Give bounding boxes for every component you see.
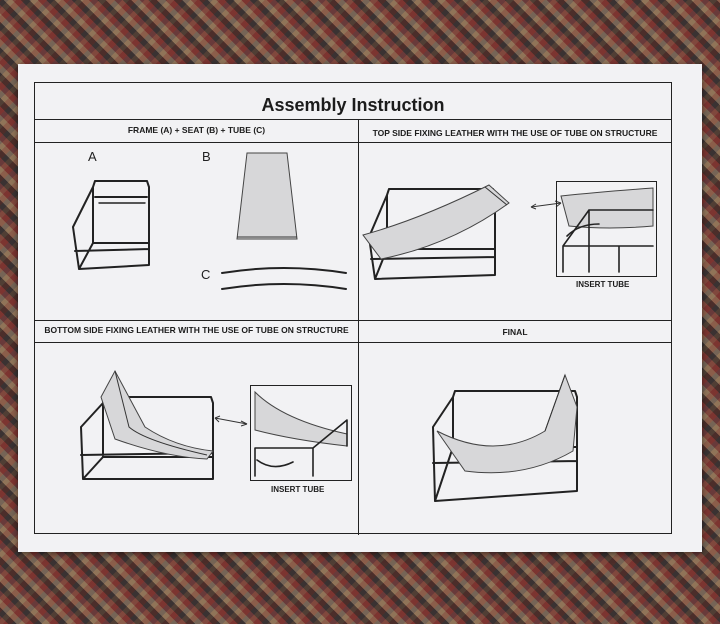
insert-tube-detail-top xyxy=(560,187,654,273)
section-heading-bottom-fixing: BOTTOM SIDE FIXING LEATHER WITH THE USE … xyxy=(44,325,349,335)
seat-leather-icon xyxy=(236,152,298,240)
section-heading-top-fixing: TOP SIDE FIXING LEATHER WITH THE USE OF … xyxy=(372,128,658,138)
divider xyxy=(358,119,359,535)
insert-tube-caption-top: INSERT TUBE xyxy=(576,280,630,289)
insert-tube-caption-bottom: INSERT TUBE xyxy=(271,485,325,494)
final-chair-illustration xyxy=(432,373,578,502)
part-letter-c: C xyxy=(201,267,211,282)
section-heading-final: FINAL xyxy=(502,327,528,337)
tube-icon xyxy=(221,267,347,290)
arrow-icon xyxy=(214,415,248,427)
insert-tube-detail-bottom xyxy=(254,390,348,477)
chair-top-fixing-illustration xyxy=(362,184,510,280)
chair-bottom-fixing-illustration xyxy=(80,369,214,480)
part-letter-a: A xyxy=(88,149,97,164)
divider xyxy=(35,342,671,343)
detail-box-top xyxy=(556,181,657,277)
instruction-sheet: Assembly Instruction FRAME (A) + SEAT (B… xyxy=(18,64,702,552)
divider xyxy=(35,142,671,143)
part-letter-b: B xyxy=(202,149,211,164)
divider xyxy=(35,119,671,120)
divider xyxy=(35,320,671,321)
frame-icon xyxy=(72,180,150,270)
section-heading-parts: FRAME (A) + SEAT (B) + TUBE (C) xyxy=(127,125,266,135)
detail-box-bottom xyxy=(250,385,352,481)
instruction-frame: Assembly Instruction FRAME (A) + SEAT (B… xyxy=(34,82,672,535)
page-title: Assembly Instruction xyxy=(261,95,445,115)
